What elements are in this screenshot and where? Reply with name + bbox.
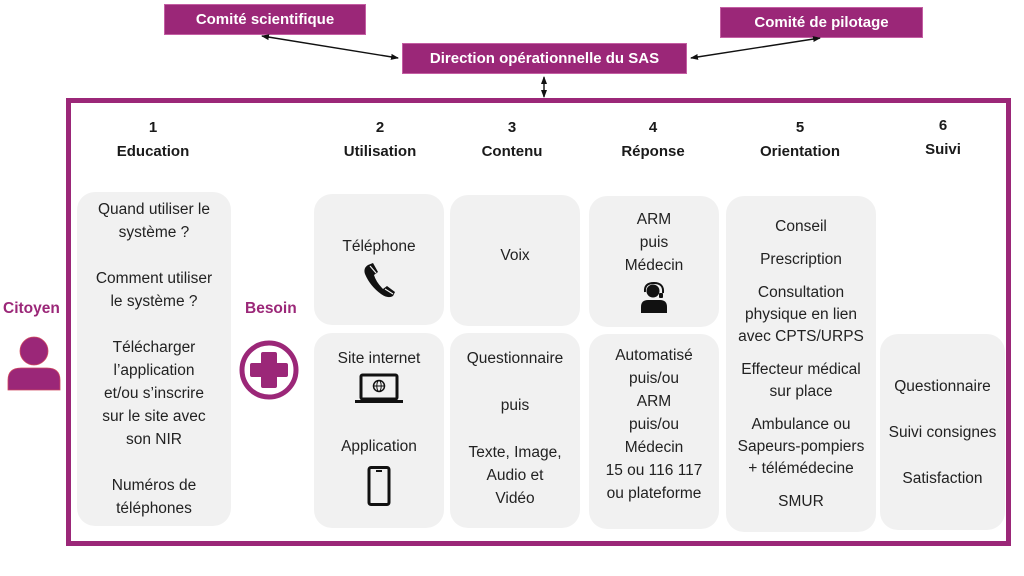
step-title: Réponse	[621, 143, 685, 160]
reponse-line: Automatisé	[615, 347, 693, 364]
step-title: Utilisation	[343, 143, 417, 160]
utilisation-digital-card: Site internet Application	[314, 333, 444, 528]
orientation-line: Ambulance ou	[751, 415, 851, 433]
reponse-line: ARM	[636, 211, 672, 228]
step-title: Contenu	[481, 143, 543, 160]
contenu-line: Questionnaire	[466, 350, 564, 367]
phone-icon	[364, 263, 395, 298]
step-number: 3	[507, 119, 517, 136]
education-line: Quand utiliser le	[97, 201, 210, 218]
step-header-education: 1 Education	[98, 116, 208, 164]
orientation-line: Prescription	[760, 250, 842, 268]
reponse-line: puis	[639, 234, 669, 251]
smartphone-icon	[367, 466, 391, 506]
reponse-line: 15 ou 116 117	[605, 462, 703, 479]
steering-committee-label: Comité de pilotage	[754, 14, 889, 31]
reponse-line: Médecin	[624, 257, 684, 274]
need-label: Besoin	[245, 300, 297, 317]
suivi-line: Suivi consignes	[888, 423, 997, 441]
contenu-line: Vidéo	[495, 490, 535, 507]
contenu-line: puis	[500, 397, 530, 414]
contenu-line: Audio et	[486, 467, 544, 484]
sas-process-frame	[66, 98, 1011, 546]
education-line: téléphones	[116, 500, 192, 517]
scientific-committee-label: Comité scientifique	[195, 11, 335, 28]
step-title: Suivi	[925, 141, 961, 158]
operational-direction-label: Direction opérationnelle du SAS	[429, 50, 660, 67]
scientific-committee-box: Comité scientifique	[164, 4, 366, 35]
education-line: système ?	[118, 224, 190, 241]
laptop-globe-icon	[355, 373, 403, 403]
step-header-utilisation: 2 Utilisation	[325, 116, 435, 164]
education-line: Numéros de	[111, 477, 197, 494]
orientation-line: Sapeurs-pompiers	[737, 437, 865, 455]
suivi-line: Satisfaction	[902, 469, 983, 487]
orientation-line: Consultation	[757, 283, 845, 301]
orientation-line: Effecteur médical	[741, 360, 861, 378]
step-number: 5	[795, 119, 805, 136]
step-number: 2	[375, 119, 385, 136]
contenu-voice-card: Voix	[450, 195, 580, 326]
education-line: Comment utiliser	[95, 270, 213, 287]
utilisation-phone-card: Téléphone	[314, 194, 444, 325]
voice-label: Voix	[500, 247, 530, 264]
suivi-line: Questionnaire	[894, 377, 991, 395]
orientation-line: physique en lien	[744, 305, 858, 323]
orientation-line: + télémédecine	[748, 459, 854, 477]
education-card: Quand utiliser le système ? Comment util…	[77, 192, 231, 526]
reponse-line: ou plateforme	[606, 485, 702, 502]
person-icon	[7, 336, 61, 391]
step-title: Orientation	[759, 143, 840, 160]
education-line: son NIR	[126, 431, 182, 448]
education-line: sur le site avec	[102, 408, 206, 425]
operator-headset-icon	[641, 281, 667, 313]
step-title: Education	[116, 143, 190, 160]
operational-direction-box: Direction opérationnelle du SAS	[402, 43, 687, 74]
citizen-label: Citoyen	[3, 300, 60, 317]
application-label: Application	[341, 438, 417, 455]
orientation-card: Conseil Prescription Consultation physiq…	[726, 196, 876, 532]
step-header-contenu: 3 Contenu	[457, 116, 567, 164]
education-line: l’application	[113, 362, 195, 379]
contenu-line: Texte, Image,	[468, 444, 562, 461]
step-number: 1	[148, 119, 158, 136]
step-header-orientation: 5 Orientation	[740, 116, 860, 164]
orientation-line: sur place	[769, 382, 833, 400]
contenu-digital-card: Questionnaire puis Texte, Image, Audio e…	[450, 333, 580, 528]
education-line: et/ou s’inscrire	[104, 385, 204, 402]
orientation-line: avec CPTS/URPS	[738, 327, 864, 345]
reponse-line: Médecin	[624, 439, 684, 456]
step-header-reponse: 4 Réponse	[598, 116, 708, 164]
medical-cross-icon	[239, 340, 299, 400]
steering-committee-box: Comité de pilotage	[720, 7, 923, 38]
phone-label: Téléphone	[342, 238, 416, 255]
reponse-line: ARM	[636, 393, 672, 410]
suivi-card: Questionnaire Suivi consignes Satisfacti…	[880, 334, 1005, 530]
education-line: Télécharger	[112, 339, 196, 356]
step-number: 4	[648, 119, 658, 136]
orientation-line: SMUR	[778, 492, 824, 510]
education-line: le système ?	[110, 293, 198, 310]
reponse-phone-card: ARM puis Médecin	[589, 196, 719, 327]
arrow-scientific-direction	[261, 34, 399, 60]
reponse-digital-card: Automatisé puis/ou ARM puis/ou Médecin 1…	[589, 334, 719, 529]
website-label: Site internet	[337, 350, 421, 367]
arrow-direction-steering	[690, 36, 821, 60]
reponse-line: puis/ou	[629, 416, 679, 433]
step-header-suivi: 6 Suivi	[888, 114, 998, 162]
step-number: 6	[938, 117, 948, 134]
orientation-line: Conseil	[775, 217, 827, 235]
reponse-line: puis/ou	[629, 370, 679, 387]
